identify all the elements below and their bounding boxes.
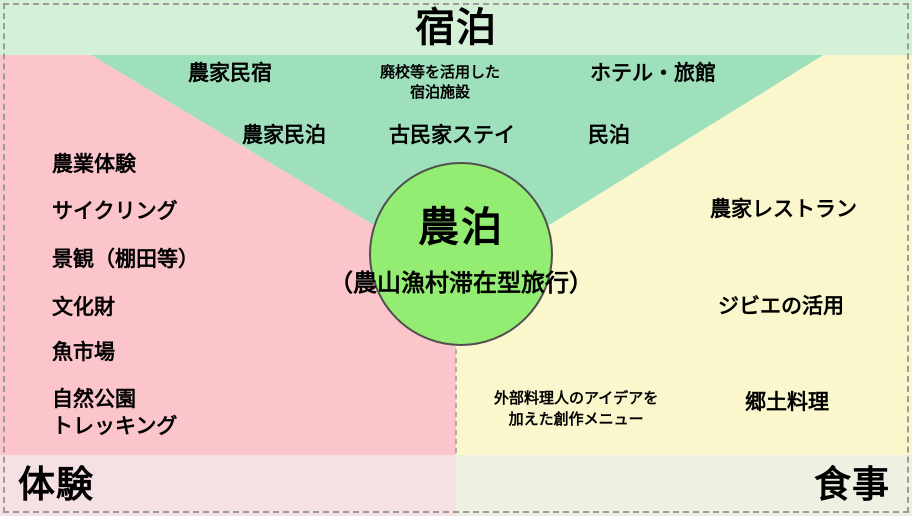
core-circle — [369, 162, 553, 346]
lodging-item-kominka-stay: 古民家ステイ — [389, 123, 515, 147]
core-subtitle: （農山漁村滞在型旅行） — [329, 269, 593, 297]
meals-item-farm-restaurant: 農家レストラン — [710, 197, 857, 221]
experience-item-cycling: サイクリング — [52, 199, 178, 223]
lodging-item-repurposed-school: 廃校等を活用した 宿泊施設 — [380, 63, 501, 101]
lodging-item-farm-inn: 農家民宿 — [188, 61, 272, 85]
experience-item-scenery: 景観（棚田等） — [52, 247, 199, 271]
experience-item-farming: 農業体験 — [52, 152, 136, 176]
meals-item-creative-menu: 外部料理人のアイデアを 加えた創作メニュー — [494, 389, 659, 428]
lodging-item-minpaku: 民泊 — [588, 123, 630, 147]
meals-wedge — [456, 0, 912, 516]
experience-item-cultural-property: 文化財 — [52, 295, 115, 319]
meals-item-gibier: ジビエの活用 — [718, 294, 844, 318]
lodging-wedge — [0, 0, 912, 258]
lodging-item-farm-minpaku: 農家民泊 — [242, 123, 326, 147]
lodging-banner — [0, 0, 912, 55]
experience-wedge — [0, 0, 456, 516]
lodging-banner-label: 宿泊 — [415, 5, 497, 51]
meals-item-local-cuisine: 郷土料理 — [745, 390, 829, 414]
meals-banner — [456, 455, 912, 516]
experience-item-fish-market: 魚市場 — [52, 340, 115, 364]
experience-item-nature-park-trekking: 自然公園 トレッキング — [52, 387, 178, 438]
lodging-item-hotel-ryokan: ホテル・旅館 — [590, 61, 716, 85]
core-title: 農泊 — [418, 203, 504, 251]
meals-banner-label: 食事 — [814, 463, 890, 506]
experience-banner — [0, 455, 456, 516]
experience-banner-label: 体験 — [18, 463, 94, 506]
